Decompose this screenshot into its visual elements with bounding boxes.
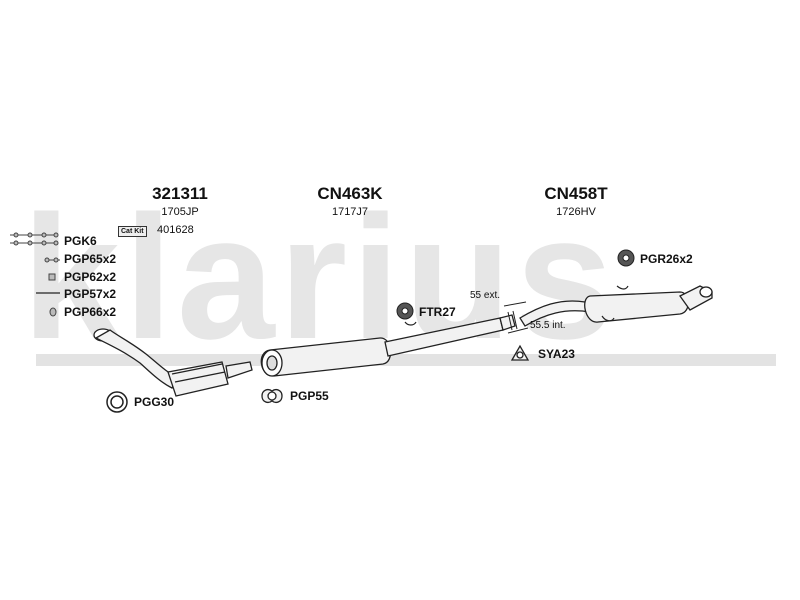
section-code-rear: CN458T [544,184,608,203]
section-code-front: 321311 [152,184,208,203]
fitting-label-pgp57: PGP57x2 [64,287,117,301]
fitting-label-pgk6: PGK6 [64,234,97,248]
cat-kit-number: 401628 [157,224,194,236]
fitting-label-pgp66: PGP66x2 [64,305,117,319]
joint-marks [503,301,529,334]
flange-pgp55-icon [261,389,283,403]
part-label-pgg30: PGG30 [134,395,175,409]
fitting-label-pgp65: PGP65x2 [64,252,117,266]
section-ref-centre: 1717J7 [331,206,369,218]
fitting-label-pgp62: PGP62x2 [64,270,117,284]
part-label-sya23: SYA23 [538,347,575,361]
fitting-icons [10,232,60,317]
bolt-icon [44,257,60,263]
joint-ext-diameter: 55 ext. [470,290,501,301]
gasket-pgg30-icon [106,391,128,413]
washer-icon [49,307,57,317]
joint-int-diameter: 55.5 int. [530,320,566,331]
bolt-set-icon [10,232,59,246]
rubber-ftr27-icon [396,302,414,320]
rear-silencer [519,285,713,327]
nut-icon [48,273,56,281]
cat-kit-badge: Cat Kit [118,226,147,237]
hangers [404,285,629,326]
centre-silencer [260,314,516,377]
section-ref-front: 1705JP [161,206,199,218]
part-label-pgp55: PGP55 [290,389,329,403]
front-pipe-catalyst [93,328,253,397]
rubber-pgr26-icon [617,249,635,267]
section-ref-rear: 1726HV [556,206,596,218]
part-label-pgr26: PGR26x2 [640,252,693,266]
section-code-centre: CN463K [317,184,383,203]
part-label-ftr27: FTR27 [419,305,456,319]
bracket-sya23-icon [510,344,530,361]
